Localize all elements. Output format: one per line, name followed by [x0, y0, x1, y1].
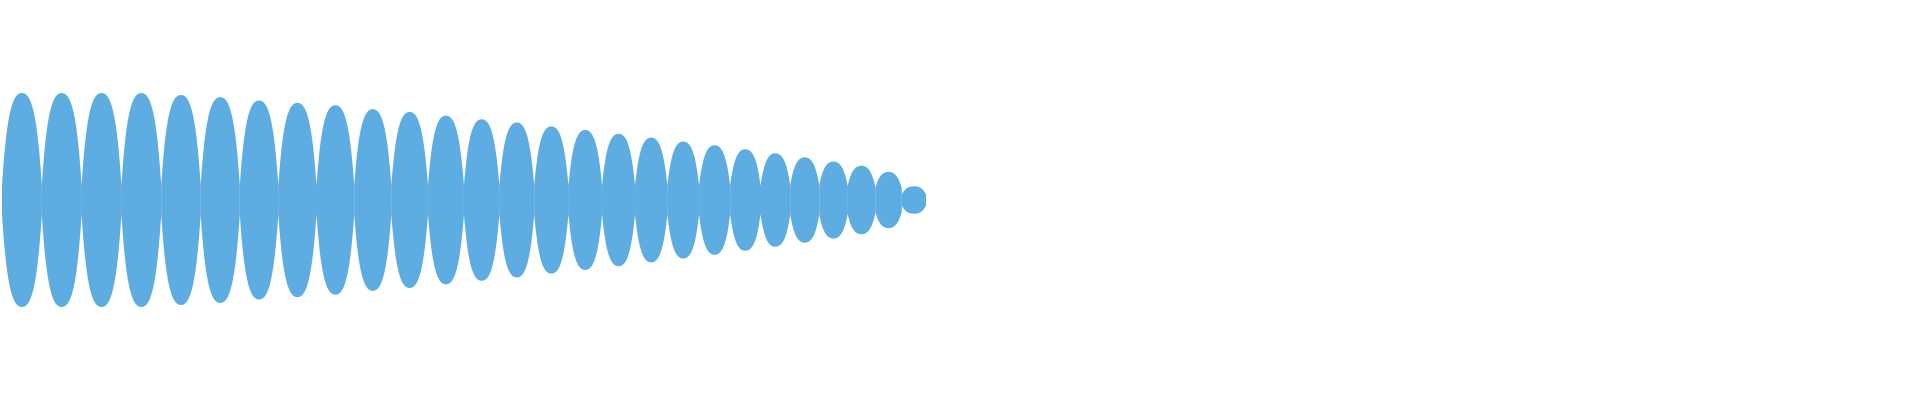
waveform-lobe [391, 112, 428, 288]
waveform-lobe [847, 165, 876, 235]
waveform-lobe [354, 109, 392, 291]
waveform-lobes [2, 93, 927, 307]
waveform-lobe [463, 119, 500, 281]
waveform-lobe [200, 97, 240, 303]
waveform-lobe [427, 115, 464, 285]
waveform-lobe [875, 171, 902, 229]
waveform-lobe [239, 100, 279, 300]
waveform-lobe [790, 157, 820, 243]
waveform-lobe [81, 93, 122, 307]
waveform-lobe [730, 149, 761, 251]
waveform-lobe [161, 95, 201, 305]
waveform-lobe [316, 105, 355, 295]
waveform-lobe [819, 161, 848, 239]
waveform-lobe [760, 153, 791, 247]
waveform-lobe [499, 122, 535, 278]
waveform-lobe [41, 93, 82, 307]
waveform-lobe [699, 145, 731, 255]
waveform-lobe [2, 93, 42, 307]
waveform-lobe [602, 133, 636, 267]
waveform-lobe [534, 126, 569, 274]
waveform-lobe [635, 137, 668, 263]
waveform-lobe [901, 186, 927, 214]
waveform-lobe [278, 102, 317, 298]
waveform-lobe [121, 93, 162, 307]
waveform-lobe [568, 130, 603, 270]
waveform-lobe [667, 141, 700, 259]
